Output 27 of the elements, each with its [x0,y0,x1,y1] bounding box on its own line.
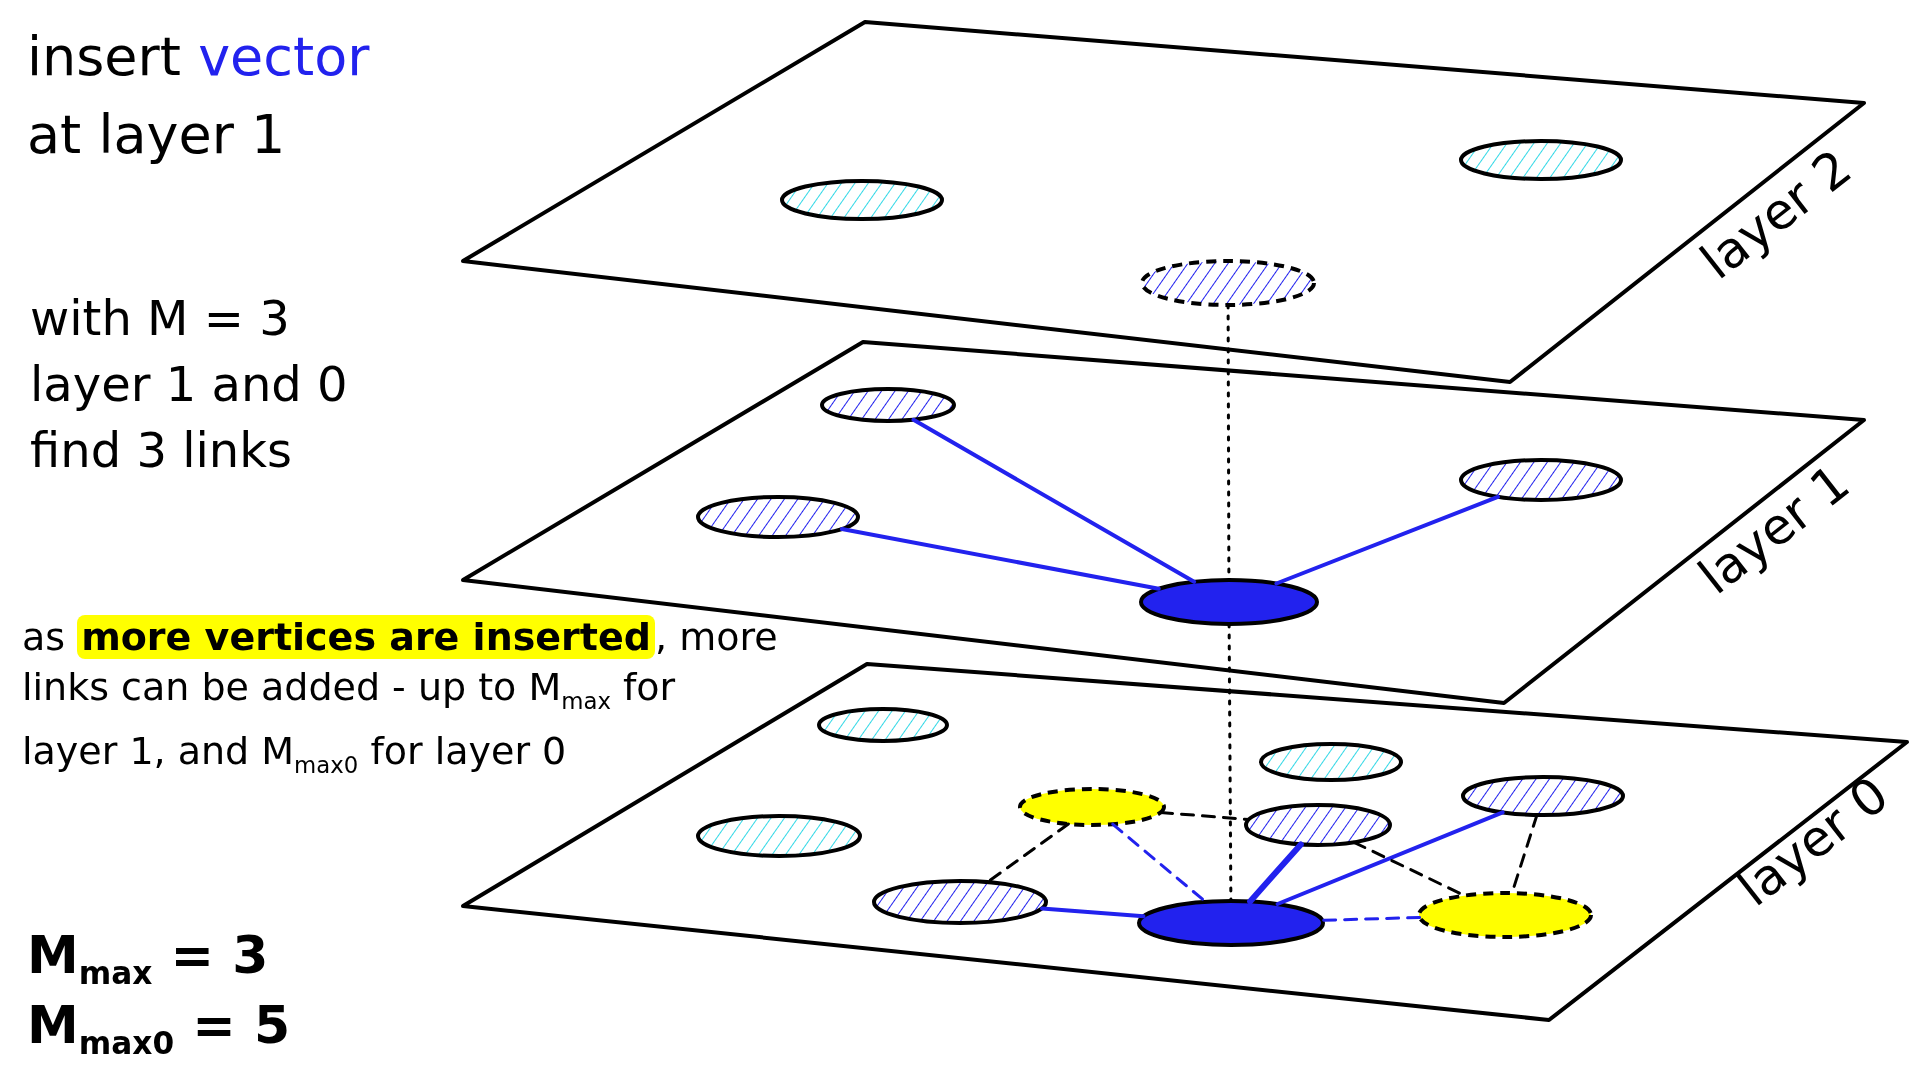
hatched-vertex [1457,456,1625,504]
link-line [1040,906,1146,919]
new-vertex [1016,785,1168,829]
link-line [1275,810,1505,906]
note-text: as more vertices are inserted, more links can be added - up to M$_{max}$ for layer 1, and M$_{max0}$ for layer 0 [22,614,779,780]
inserted-vertex [1137,576,1321,628]
link-line [839,527,1161,591]
link-line [986,822,1070,884]
hatched-vertex [1138,257,1318,309]
formula-text: M$_{max0}$ = 5 [27,994,292,1064]
new-vertex [1415,889,1595,941]
link-line [911,417,1197,584]
hatched-vertex [1457,137,1625,183]
formula-text: M$_{max}$ = 3 [27,924,270,994]
inserted-vertex [1135,897,1327,949]
heading-text: insert vector at layer 1 [27,24,371,168]
hatched-vertex [694,493,862,541]
hatched-vertex [694,812,864,860]
hatched-vertex [778,177,946,223]
link-line [1159,811,1251,821]
note-text: with M = 3 layer 1 and 0 find 3 links [30,289,349,480]
hatched-vertex [1459,773,1627,819]
link-line [1247,841,1304,905]
hatched-vertex [1242,801,1394,849]
link-line [1320,916,1422,922]
hatched-vertex [870,877,1050,927]
link-line [1274,494,1500,586]
